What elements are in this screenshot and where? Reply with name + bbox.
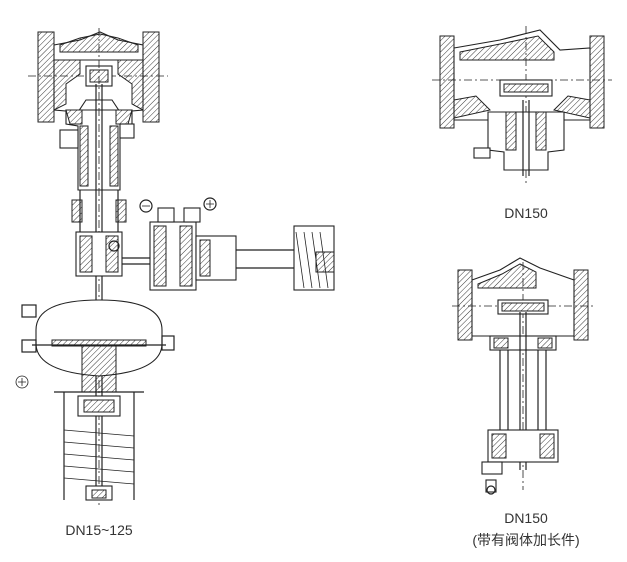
dn150-extended-note: (带有阀体加长件) <box>472 532 580 548</box>
main-valve-drawing <box>15 28 175 505</box>
positioner-drawing <box>139 197 335 291</box>
right-flange <box>142 31 160 123</box>
dn150-body-drawing <box>432 26 612 184</box>
main-valve-label: DN15~125 <box>65 522 133 538</box>
dn150-label: DN150 <box>504 205 548 221</box>
dn150-extended-label: DN150 <box>504 510 548 526</box>
ext-right-flange <box>573 269 589 341</box>
dn150-extended-body-drawing <box>452 257 596 495</box>
dn150-right-flange <box>589 35 605 129</box>
ext-left-flange <box>457 269 473 341</box>
left-flange <box>37 31 55 123</box>
dn150-left-flange <box>439 35 455 129</box>
